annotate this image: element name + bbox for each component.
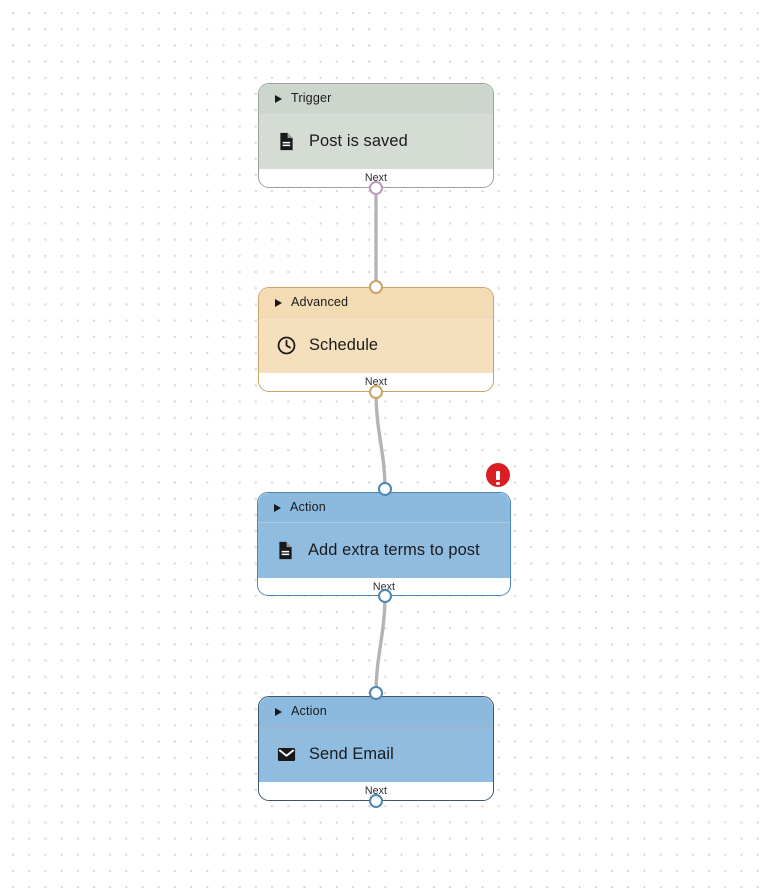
node-port[interactable] xyxy=(369,794,383,808)
node-divider xyxy=(259,317,493,318)
node-divider xyxy=(259,113,493,114)
node-body[interactable]: Schedule xyxy=(259,318,493,373)
node-title: Send Email xyxy=(309,745,394,764)
envelope-icon xyxy=(277,748,296,761)
workflow-node-action-send-email[interactable]: Action Send Email Next xyxy=(258,696,494,801)
workflow-node-action-add-terms[interactable]: Action Add extra terms to post Next xyxy=(257,492,511,596)
node-body[interactable]: Post is saved xyxy=(259,114,493,169)
node-body[interactable]: Add extra terms to post xyxy=(258,523,510,578)
node-port[interactable] xyxy=(369,181,383,195)
document-icon xyxy=(279,541,292,560)
node-footer[interactable]: Next xyxy=(259,169,493,187)
node-inner: Action Send Email Next xyxy=(259,697,493,800)
chevron-right-icon[interactable] xyxy=(274,503,281,512)
node-port[interactable] xyxy=(378,482,392,496)
node-divider xyxy=(259,726,493,727)
node-footer-label: Next xyxy=(372,581,396,593)
node-body[interactable]: Send Email xyxy=(259,727,493,782)
node-footer-label: Next xyxy=(364,172,388,184)
node-footer[interactable]: Next xyxy=(258,578,510,595)
node-port[interactable] xyxy=(369,385,383,399)
node-title: Add extra terms to post xyxy=(308,541,480,560)
connector-action-terms-to-send-email xyxy=(374,594,387,695)
node-port[interactable] xyxy=(369,280,383,294)
node-title: Post is saved xyxy=(309,132,408,151)
node-header[interactable]: Action xyxy=(258,493,510,522)
node-inner: Action Add extra terms to post Next xyxy=(258,493,510,595)
node-inner: Trigger Post is saved Next xyxy=(259,84,493,187)
workflow-node-advanced[interactable]: Advanced Schedule Next xyxy=(258,287,494,392)
node-kind-label: Trigger xyxy=(291,91,332,106)
node-header[interactable]: Action xyxy=(259,697,493,726)
chevron-right-icon[interactable] xyxy=(275,707,282,716)
clock-icon xyxy=(277,336,296,355)
node-inner: Advanced Schedule Next xyxy=(259,288,493,391)
node-footer[interactable]: Next xyxy=(259,373,493,391)
chevron-right-icon[interactable] xyxy=(275,298,282,307)
node-header[interactable]: Trigger xyxy=(259,84,493,113)
node-footer[interactable]: Next xyxy=(259,782,493,800)
workflow-node-trigger[interactable]: Trigger Post is saved Next xyxy=(258,83,494,188)
node-kind-label: Action xyxy=(290,500,326,515)
exclamation-mark xyxy=(496,470,500,485)
node-port[interactable] xyxy=(369,686,383,700)
node-port[interactable] xyxy=(378,589,392,603)
node-divider xyxy=(258,522,510,523)
node-kind-label: Advanced xyxy=(291,295,349,310)
error-exclamation-icon[interactable] xyxy=(486,463,510,487)
document-icon xyxy=(280,132,293,151)
chevron-right-icon[interactable] xyxy=(275,94,282,103)
node-title: Schedule xyxy=(309,336,379,355)
node-kind-label: Action xyxy=(291,704,327,719)
node-footer-label: Next xyxy=(364,376,388,388)
connector-advanced-to-action-terms xyxy=(374,390,387,491)
node-footer-label: Next xyxy=(364,785,388,797)
